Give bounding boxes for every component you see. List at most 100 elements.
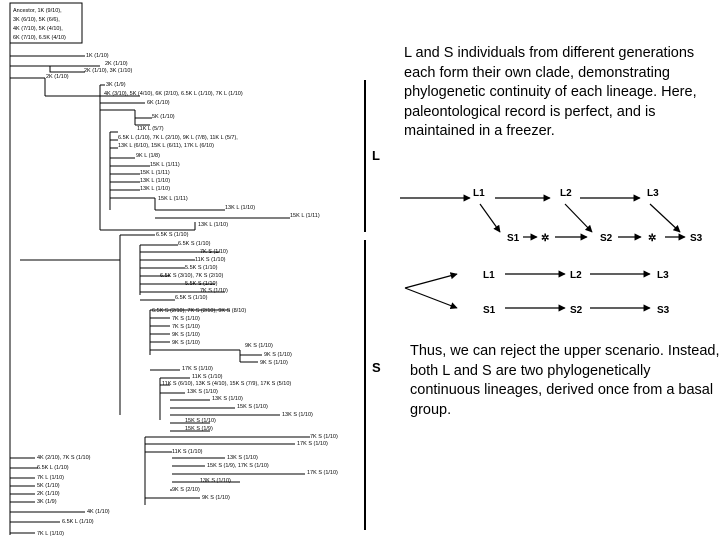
leaf-label: 5.5K S (1/10) xyxy=(185,281,218,287)
branch xyxy=(140,283,225,301)
leaf-label: 13K L (6/10), 15K L (6/11), 17K L (6/10) xyxy=(118,143,214,149)
leaf-label: 7K L (1/10) xyxy=(37,475,64,481)
ancestor-box xyxy=(9,2,83,44)
leaf-label: 13K L (1/10) xyxy=(140,178,170,184)
node-label-l1: L1 xyxy=(473,188,485,199)
node-label-l3: L3 xyxy=(647,188,659,199)
leaf-label: 6.5K S (1/10) xyxy=(178,241,211,247)
lineage-scenario-diagrams: ✲ ✲ L1 L2 L3 S1 S2 S3 L1 L2 L3 S1 S2 S3 xyxy=(400,188,703,316)
leaf-label: 15K S (1/9) xyxy=(185,426,213,432)
leaf-label: 13K L (1/10) xyxy=(140,186,170,192)
tree-leaf-labels: 1K (1/10) 2K (1/10) 2K (1/10), 3K (1/10)… xyxy=(37,53,338,537)
upper-scenario xyxy=(400,194,686,241)
leaf-label: 5K (1/10) xyxy=(37,483,60,489)
branch xyxy=(100,95,145,104)
node-label-l2: L2 xyxy=(570,270,582,281)
leaf-label: 7K L (1/10) xyxy=(37,531,64,537)
leaf-label: 11K S (6/10), 13K S (4/10), 15K S (7/9),… xyxy=(162,381,291,387)
node-label-l2: L2 xyxy=(560,188,572,199)
upper-scenario-labels: L1 L2 L3 S1 S2 S3 xyxy=(473,188,703,244)
leaf-label: 11K L (5/7) xyxy=(137,126,164,132)
node-label-s2: S2 xyxy=(600,233,613,244)
branch xyxy=(10,55,100,73)
branch xyxy=(10,457,85,534)
branch xyxy=(100,109,152,126)
leaf-label: 7K S (1/10) xyxy=(310,434,338,440)
leaf-label: 5K (1/10) xyxy=(152,114,175,120)
leaf-label: 17K S (1/10) xyxy=(307,470,338,476)
leaf-label: 6.5K S (1/10) xyxy=(175,295,208,301)
lower-scenario-labels: L1 L2 L3 S1 S2 S3 xyxy=(483,270,670,316)
leaf-label: 13K L (1/10) xyxy=(198,222,228,228)
branch xyxy=(150,369,190,420)
lower-scenario xyxy=(404,270,651,312)
branch xyxy=(145,457,305,499)
explanation-text-1: L and S individuals from different gener… xyxy=(404,45,697,139)
leaf-label: 9K S (1/10) xyxy=(172,340,200,346)
leaf-label: 13K S (1/10) xyxy=(200,478,231,484)
leaf-label: 13K S (1/10) xyxy=(187,389,218,395)
leaf-label: 17K S (1/10) xyxy=(182,366,213,372)
branch xyxy=(109,131,135,210)
leaf-label: 13K S (1/10) xyxy=(227,455,258,461)
branch xyxy=(45,84,105,230)
branch xyxy=(100,222,196,231)
branch xyxy=(149,309,262,363)
node-label-s2: S2 xyxy=(570,305,583,316)
leaf-label: 15K S (1/10) xyxy=(237,404,268,410)
explanation-text-2: Thus, we can reject the upper scenario. … xyxy=(410,343,720,418)
leaf-label: 17K S (1/10) xyxy=(297,441,328,447)
leaf-label: 15K L (1/11) xyxy=(290,213,320,219)
leaf-label: 4K (2/10), 7K S (1/10) xyxy=(37,455,91,461)
leaf-label: 7K S (1/10) xyxy=(172,324,200,330)
leaf-label: 9K S (1/10) xyxy=(202,495,230,501)
branch xyxy=(139,244,220,295)
leaf-label: 15K L (1/11) xyxy=(140,170,170,176)
leaf-label: 11K S (1/10) xyxy=(172,449,203,455)
leaf-label: 11K S (1/10) xyxy=(195,257,226,263)
leaf-label: 9K S (1/10) xyxy=(245,343,273,349)
node-label-s3: S3 xyxy=(657,305,670,316)
leaf-label: 15K L (1/11) xyxy=(158,196,188,202)
leaf-label: 4K (3/10), 5K (4/10), 6K (2/10), 6.5K L … xyxy=(104,91,243,97)
node-label-s3: S3 xyxy=(690,233,703,244)
leaf-label: 2K (1/10), 3K (1/10) xyxy=(84,68,132,74)
leaf-label: 6.5K L (1/10) xyxy=(62,519,94,525)
leaf-label: 6.5K S (2/10), 7K S (2/10), 9K S (8/10) xyxy=(152,308,246,314)
leaf-label: 9K S (1/10) xyxy=(264,352,292,358)
node-label-l3: L3 xyxy=(657,270,669,281)
leaf-label: 13K S (1/10) xyxy=(282,412,313,418)
branch xyxy=(10,77,46,96)
leaf-label: 9K S (1/10) xyxy=(172,332,200,338)
leaf-label: 9K L (1/8) xyxy=(136,153,160,159)
ancestor-line: 6K (7/10), 6.5K (4/10) xyxy=(13,35,66,41)
clade-label-s: S xyxy=(372,360,381,375)
extinction-icon: ✲ xyxy=(648,233,656,244)
tree-branches xyxy=(9,43,310,535)
leaf-label: 11K S (1/10) xyxy=(192,374,223,380)
phylogenetic-tree: Ancestor, 1K (9/10), 3K (6/10), 5K (6/6)… xyxy=(9,2,366,537)
node-label-s1: S1 xyxy=(483,305,496,316)
leaf-label: 2K (1/10) xyxy=(105,61,128,67)
leaf-label: 6.5K S (1/10) xyxy=(156,232,189,238)
ancestor-line: 4K (7/10), 5K (4/10), xyxy=(13,26,63,32)
ancestor-line: 3K (6/10), 5K (6/6), xyxy=(13,17,60,23)
leaf-label: 3K (1/9) xyxy=(106,82,126,88)
branch xyxy=(20,234,155,415)
leaf-label: 15K S (1/10) xyxy=(185,418,216,424)
branch xyxy=(110,165,290,219)
leaf-label: 6K (1/10) xyxy=(147,100,170,106)
leaf-label: 7K S (1/10) xyxy=(172,316,200,322)
leaf-label: 5.5K S (1/10) xyxy=(185,265,218,271)
leaf-label: 2K (1/10) xyxy=(46,74,69,80)
leaf-label: 1K (1/10) xyxy=(86,53,109,59)
branch xyxy=(144,436,310,505)
extinction-icon: ✲ xyxy=(541,233,549,244)
clade-label-l: L xyxy=(372,148,380,163)
leaf-label: 3K (1/9) xyxy=(37,499,57,505)
leaf-label: 15K S (1/9), 17K S (1/10) xyxy=(207,463,269,469)
branch xyxy=(170,399,280,432)
leaf-label: 7K S (1/10) xyxy=(200,288,228,294)
leaf-label: 9K S (1/10) xyxy=(260,360,288,366)
leaf-label: 6.5K S (3/10), 7K S (2/10) xyxy=(160,273,223,279)
